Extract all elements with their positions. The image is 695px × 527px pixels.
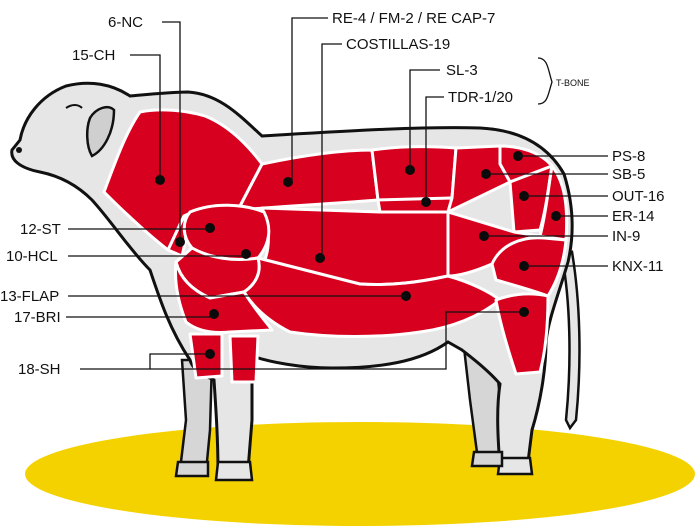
label-sb: SB-5 — [612, 166, 645, 183]
cut-labels: 6-NC 15-CH RE-4 / FM-2 / RE CAP-7 COSTIL… — [0, 10, 665, 378]
label-nc: 6-NC — [108, 14, 143, 31]
meat-cuts — [102, 108, 569, 384]
label-hcl: 10-HCL — [6, 248, 58, 265]
cut-knx — [490, 236, 568, 298]
label-in: IN-9 — [612, 228, 640, 245]
label-er: ER-14 — [612, 208, 655, 225]
ground-ellipse — [25, 422, 695, 526]
label-ch: 15-CH — [72, 47, 115, 64]
label-sl: SL-3 — [446, 62, 478, 79]
cut-bri — [174, 260, 274, 334]
cut-tdr — [376, 196, 454, 214]
label-out: OUT-16 — [612, 188, 665, 205]
cut-sl — [370, 145, 458, 202]
leader-lines — [66, 17, 608, 370]
label-knx: KNX-11 — [612, 258, 663, 275]
label-ps: PS-8 — [612, 148, 645, 165]
cut-sh-2 — [228, 334, 260, 384]
label-tdr: TDR-1/20 — [448, 89, 513, 106]
cut-hind-shank — [494, 292, 550, 376]
label-tbone: T-BONE — [556, 78, 590, 88]
label-flap: 13-FLAP — [0, 288, 59, 305]
label-st: 12-ST — [20, 221, 61, 238]
label-costillas: COSTILLAS-19 — [346, 36, 450, 53]
label-re: RE-4 / FM-2 / RE CAP-7 — [332, 10, 495, 27]
label-sh: 18-SH — [18, 361, 61, 378]
label-bri: 17-BRI — [14, 309, 61, 326]
